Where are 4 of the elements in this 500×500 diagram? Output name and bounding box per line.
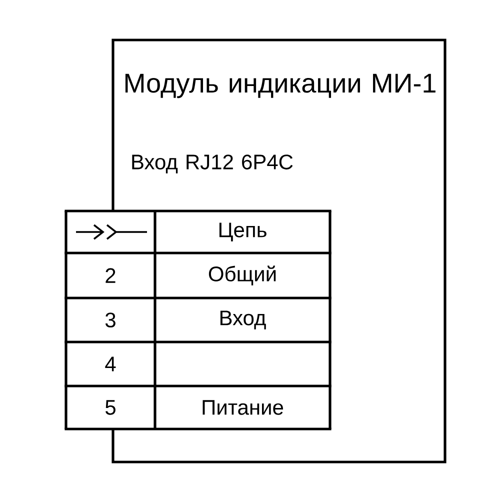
table-cell: Питание bbox=[202, 400, 284, 415]
table-cell: Вход bbox=[220, 310, 266, 330]
table-cell: Общий bbox=[208, 266, 276, 286]
table-cell: Цепь bbox=[219, 222, 266, 242]
